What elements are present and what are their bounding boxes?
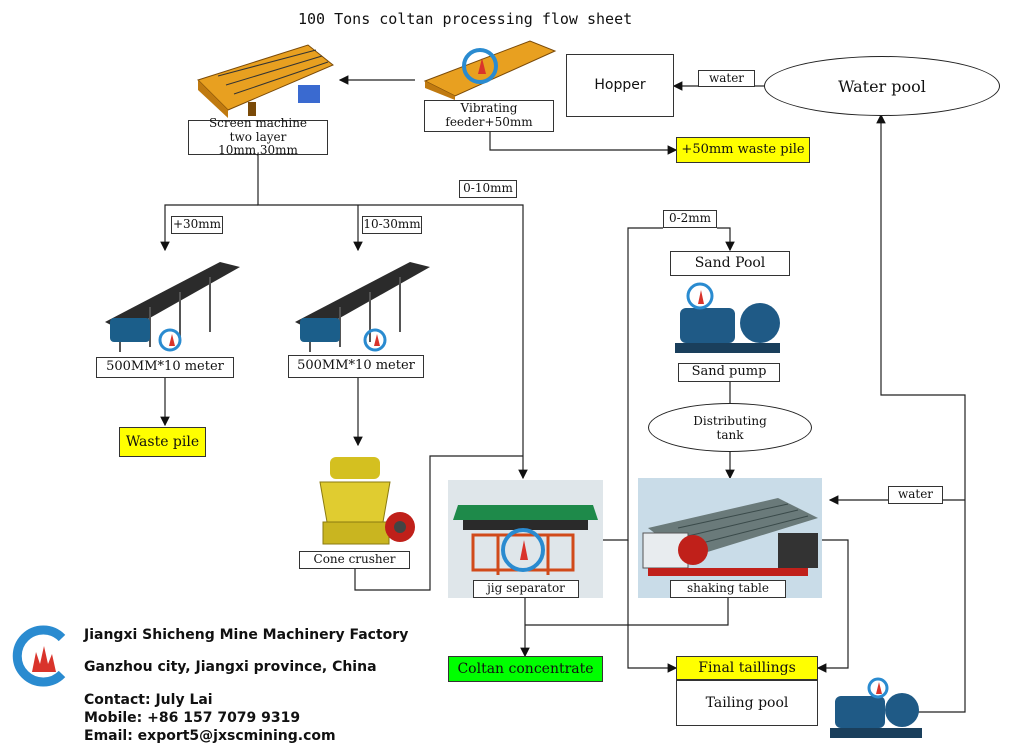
waste-pile: Waste pile [119, 427, 206, 457]
screen-machine-image [197, 44, 334, 118]
cone-crusher-image [319, 457, 415, 545]
contact-name: Contact: July Lai [84, 692, 213, 708]
sand-pool-box: Sand Pool [670, 251, 790, 276]
conveyor-label-2: 500MM*10 meter [288, 355, 424, 378]
vibrating-feeder-label: Vibrating feeder+50mm [424, 100, 554, 132]
shaking-table-image [638, 478, 822, 598]
label-plus-30mm: +30mm [171, 216, 223, 234]
jig-separator-label: jig separator [473, 580, 579, 598]
tailing-pool: Tailing pool [676, 680, 818, 726]
label-10-30mm: 10-30mm [362, 216, 422, 234]
hopper-box: Hopper [566, 54, 674, 117]
waste-pile-50mm: +50mm waste pile [676, 137, 810, 163]
company-name: Jiangxi Shicheng Mine Machinery Factory [84, 627, 409, 643]
return-pump-image [830, 677, 922, 738]
sand-pump-label: Sand pump [678, 363, 780, 382]
distributing-tank-ellipse: Distributing tank [648, 403, 812, 452]
screen-machine-label: Screen machine two layer 10mm,30mm [188, 116, 328, 157]
final-tailings: Final taillings [676, 656, 818, 680]
flow-sheet-title: 100 Tons coltan processing flow sheet [298, 10, 633, 28]
cone-crusher-label: Cone crusher [299, 551, 410, 569]
shaking-table-label: shaking table [670, 580, 786, 598]
company-address: Ganzhou city, Jiangxi province, China [84, 659, 377, 675]
belt-conveyor-image-2 [295, 262, 430, 352]
coltan-concentrate: Coltan concentrate [448, 656, 603, 682]
vibrating-feeder-image [423, 40, 557, 100]
belt-conveyor-image-1 [105, 262, 240, 352]
contact-mobile: Mobile: +86 157 7079 9319 [84, 710, 301, 726]
sand-pump-image [675, 282, 780, 353]
jig-separator-image [448, 480, 603, 598]
water-pool-ellipse: Water pool [764, 56, 1000, 116]
company-logo-icon [12, 625, 66, 687]
contact-email: Email: export5@jxscmining.com [84, 728, 336, 744]
water-label-top: water [698, 70, 755, 87]
label-0-10mm: 0-10mm [459, 180, 517, 198]
water-label-right: water [888, 486, 943, 504]
label-0-2mm: 0-2mm [663, 210, 717, 228]
conveyor-label-1: 500MM*10 meter [96, 357, 234, 378]
